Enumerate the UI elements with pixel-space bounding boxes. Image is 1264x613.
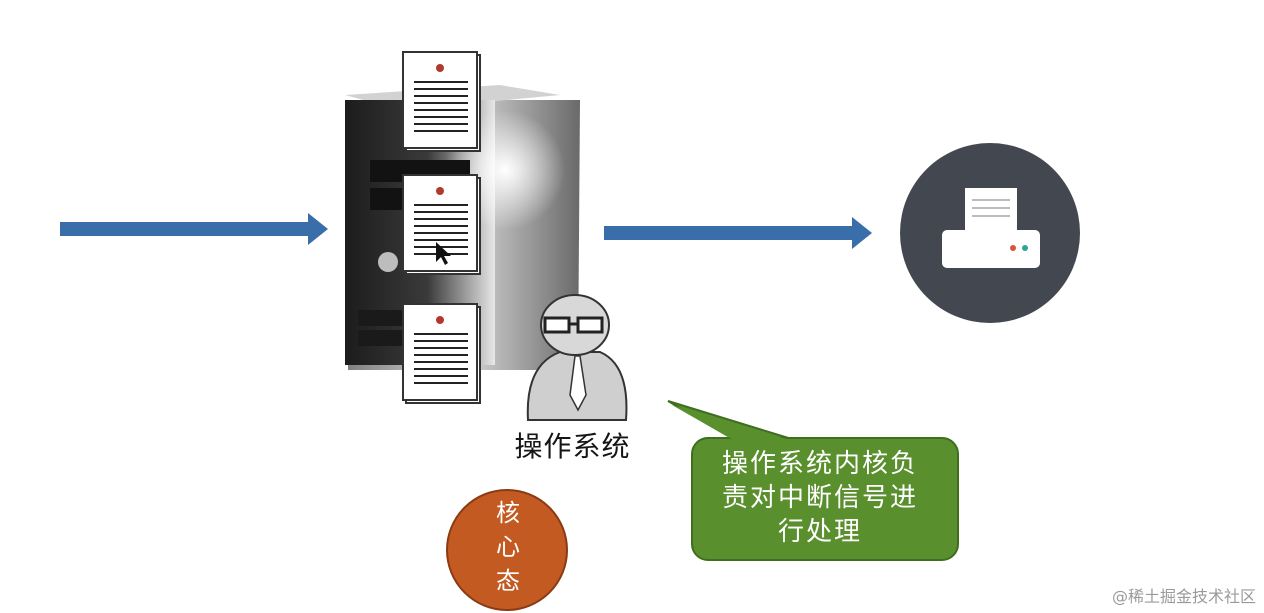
document-icon [402, 174, 481, 275]
output-arrow [604, 217, 872, 249]
callout-bubble [667, 400, 959, 561]
document-icon [402, 51, 481, 152]
os-label: 操作系统 [514, 430, 631, 463]
kernel-mode-circle [446, 489, 568, 611]
printer-icon [900, 143, 1080, 323]
document-icon [402, 303, 481, 404]
kernel-mode-label: 核 心 态 [496, 499, 520, 595]
callout-text: 操作系统内核负 责对中断信号进 行处理 [721, 449, 918, 547]
watermark: @稀土掘金技术社区 [1111, 587, 1256, 606]
input-arrow [60, 213, 328, 245]
cursor-icon [436, 242, 451, 265]
operating-system-person-icon [526, 294, 628, 421]
